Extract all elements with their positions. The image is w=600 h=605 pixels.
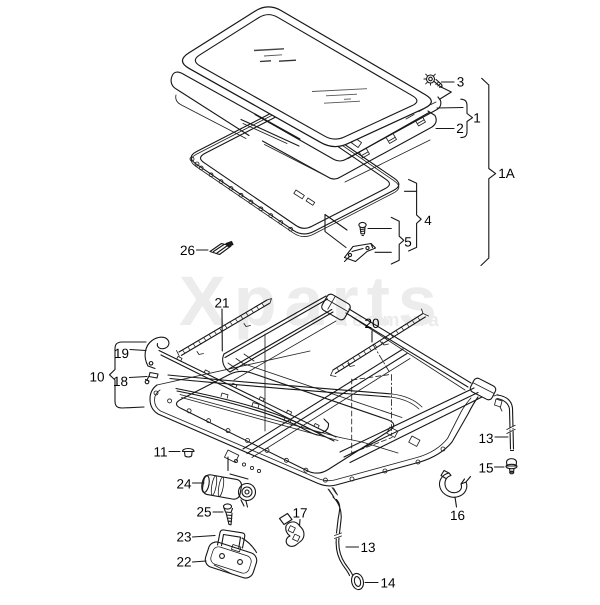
svg-text:16: 16 (450, 508, 465, 523)
svg-text:22: 22 (176, 555, 191, 570)
svg-text:24: 24 (176, 477, 192, 492)
svg-text:17: 17 (292, 506, 307, 521)
svg-text:1: 1 (473, 110, 481, 125)
svg-text:5: 5 (404, 235, 412, 250)
svg-text:21: 21 (214, 296, 229, 311)
svg-text:18: 18 (113, 374, 128, 389)
svg-text:25: 25 (196, 505, 211, 520)
svg-text:14: 14 (380, 576, 396, 591)
svg-text:15: 15 (478, 461, 493, 476)
svg-text:13: 13 (478, 431, 493, 446)
svg-text:4: 4 (424, 213, 432, 228)
svg-text:2: 2 (456, 121, 464, 136)
svg-text:13: 13 (360, 540, 375, 555)
svg-text:1A: 1A (498, 166, 515, 181)
svg-text:10: 10 (89, 370, 104, 385)
svg-text:26: 26 (180, 243, 195, 258)
svg-text:3: 3 (457, 75, 465, 90)
svg-text:23: 23 (176, 530, 191, 545)
svg-text:19: 19 (114, 346, 129, 361)
svg-text:11: 11 (153, 445, 167, 460)
svg-text:20: 20 (364, 316, 379, 331)
